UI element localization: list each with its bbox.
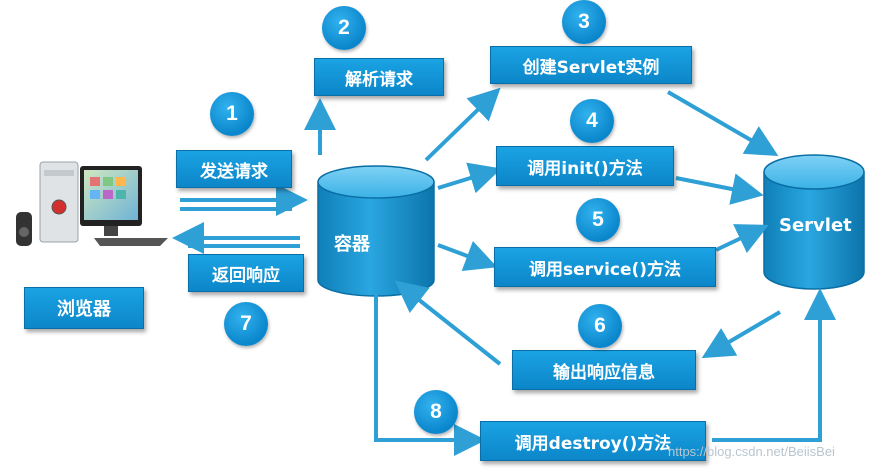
call-destroy-box: 调用destroy()方法 [480, 421, 706, 461]
arrow-to-destroy [374, 292, 486, 456]
step-7-badge: 7 [224, 302, 268, 346]
container-label: 容器 [334, 234, 370, 255]
watermark: https://blog.csdn.net/BeiisBei [668, 444, 835, 459]
step-2-badge: 2 [322, 6, 366, 50]
servlet-label: Servlet [779, 215, 852, 236]
return-response-box: 返回响应 [188, 254, 304, 292]
arrow-servlet-to-output [701, 310, 782, 359]
desktop-computer-icon [16, 161, 168, 246]
step-5-badge: 5 [576, 198, 620, 242]
step-4-badge: 4 [570, 99, 614, 143]
arrow-to-init [437, 162, 502, 194]
arrow-service-to-servlet [715, 224, 769, 254]
arrow-destroy-to-servlet [712, 288, 836, 442]
step-3-badge: 3 [562, 0, 606, 44]
step-6-badge: 6 [578, 304, 622, 348]
parse-request-box: 解析请求 [314, 58, 444, 96]
arrow-to-create-instance [424, 87, 501, 162]
call-service-box: 调用service()方法 [494, 247, 716, 287]
browser-label: 浏览器 [24, 287, 144, 329]
step-8-badge: 8 [414, 390, 458, 434]
send-request-box: 发送请求 [176, 150, 292, 188]
call-init-box: 调用init()方法 [496, 146, 674, 186]
container-cylinder [317, 165, 435, 297]
step-1-badge: 1 [210, 92, 254, 136]
arrow-to-service [437, 240, 498, 271]
output-response-box: 输出响应信息 [512, 350, 696, 390]
create-instance-box: 创建Servlet实例 [490, 46, 692, 84]
arrow-init-to-servlet [675, 173, 764, 205]
arrow-output-to-container [394, 280, 502, 366]
arrow-create-to-servlet [666, 90, 779, 157]
